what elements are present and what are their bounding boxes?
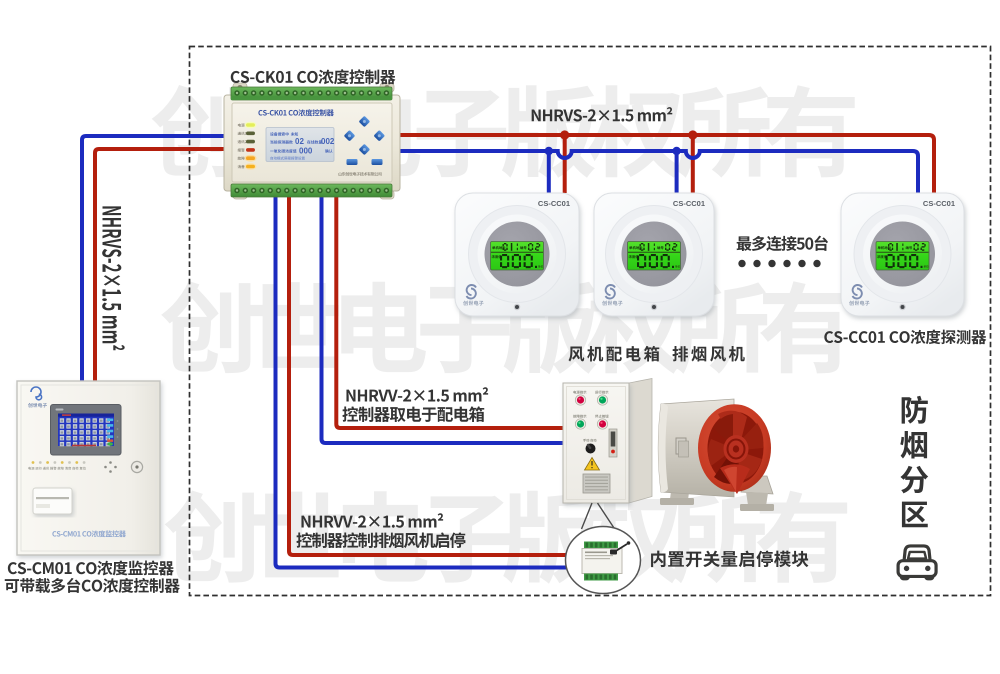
- svg-text:CS-CC01: CS-CC01: [673, 199, 705, 208]
- svg-text:02: 02: [295, 137, 304, 146]
- svg-text:CS-CC01: CS-CC01: [538, 199, 570, 208]
- svg-text:002: 002: [321, 137, 335, 146]
- svg-text:CS-CC01: CS-CC01: [923, 199, 955, 208]
- svg-text:000: 000: [299, 147, 313, 156]
